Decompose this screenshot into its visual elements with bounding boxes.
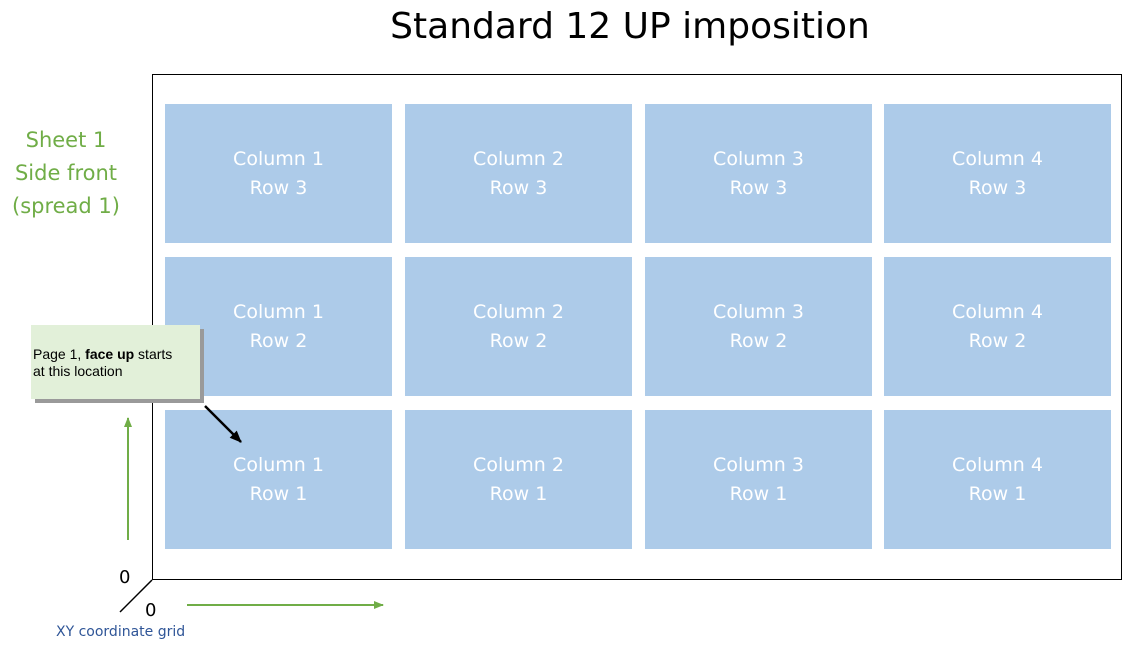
cell-row-label: Row 3: [489, 176, 548, 199]
sheet-label-line: Side front: [14, 161, 118, 185]
sheet-label: Sheet 1 Side front (spread 1): [0, 124, 132, 223]
cell-column-label: Column 2: [473, 147, 564, 170]
imposition-cell: Column 2 Row 2: [405, 257, 632, 396]
page-one-callout: Page 1, face up starts at this location: [31, 325, 200, 399]
cell-column-label: Column 4: [952, 300, 1043, 323]
cell-column-label: Column 1: [233, 300, 324, 323]
cell-column-label: Column 2: [473, 453, 564, 476]
sheet-label-line: Sheet 1: [25, 128, 107, 152]
cell-row-label: Row 1: [729, 482, 788, 505]
cell-row-label: Row 2: [968, 329, 1027, 352]
origin-diagonal-line: [119, 579, 153, 613]
cell-row-label: Row 3: [249, 176, 308, 199]
imposition-cell: Column 1 Row 2: [165, 257, 392, 396]
imposition-cell: Column 4 Row 1: [884, 410, 1111, 549]
cell-column-label: Column 4: [952, 453, 1043, 476]
y-origin-label: 0: [119, 567, 131, 588]
imposition-cell: Column 4 Row 2: [884, 257, 1111, 396]
imposition-cell: Column 2 Row 3: [405, 104, 632, 243]
imposition-cell: Column 1 Row 3: [165, 104, 392, 243]
callout-suffix: starts: [134, 346, 173, 362]
cell-row-label: Row 1: [249, 482, 308, 505]
callout-pointer-arrow: [204, 405, 242, 443]
cell-column-label: Column 3: [713, 147, 804, 170]
cell-row-label: Row 2: [249, 329, 308, 352]
cell-column-label: Column 2: [473, 300, 564, 323]
xy-grid-label: XY coordinate grid: [56, 624, 186, 640]
callout-bold: face up: [85, 346, 135, 362]
sheet-label-line: (spread 1): [12, 194, 120, 218]
cell-row-label: Row 1: [489, 482, 548, 505]
cell-column-label: Column 1: [233, 453, 324, 476]
cell-row-label: Row 3: [729, 176, 788, 199]
imposition-cell: Column 3 Row 1: [645, 410, 872, 549]
cell-row-label: Row 2: [489, 329, 548, 352]
imposition-cell: Column 3 Row 3: [645, 104, 872, 243]
cell-row-label: Row 2: [729, 329, 788, 352]
cell-row-label: Row 3: [968, 176, 1027, 199]
x-origin-label: 0: [145, 600, 157, 621]
callout-line2: at this location: [33, 363, 123, 379]
cell-column-label: Column 3: [713, 453, 804, 476]
cell-row-label: Row 1: [968, 482, 1027, 505]
imposition-cell: Column 1 Row 1: [165, 410, 392, 549]
imposition-cell: Column 2 Row 1: [405, 410, 632, 549]
diagram-title: Standard 12 UP imposition: [390, 6, 870, 47]
cell-column-label: Column 3: [713, 300, 804, 323]
callout-prefix: Page 1,: [33, 346, 86, 362]
imposition-cell: Column 4 Row 3: [884, 104, 1111, 243]
imposition-cell: Column 3 Row 2: [645, 257, 872, 396]
cell-column-label: Column 1: [233, 147, 324, 170]
cell-column-label: Column 4: [952, 147, 1043, 170]
